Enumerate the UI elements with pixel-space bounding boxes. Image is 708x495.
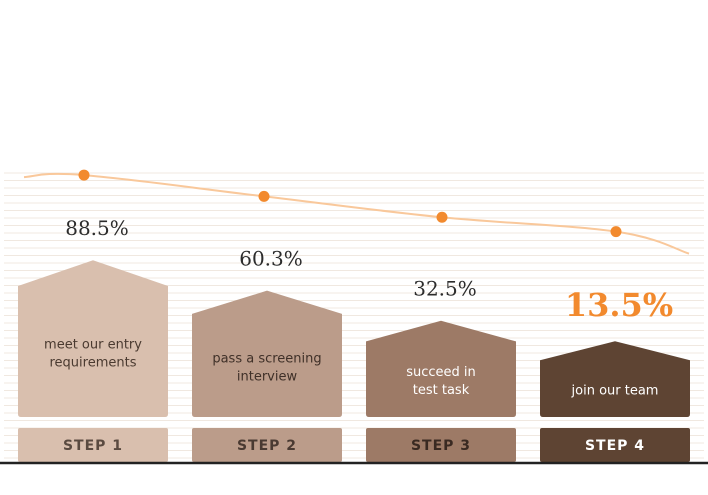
trend-dot-3 [436,211,448,223]
step-box-2 [192,428,342,462]
value-label-3: 32.5% [413,277,477,301]
trend-curve-group [23,169,690,255]
trend-dot-4 [610,226,622,238]
step-box-4 [540,428,690,462]
bar-description-2: pass a screening [212,351,321,366]
bar-description-1: requirements [50,355,137,370]
step-box-1 [18,428,168,462]
bar-description-3: test task [413,383,470,398]
trend-curve [23,172,690,255]
bar-description-3: succeed in [406,365,476,380]
value-label-2: 60.3% [239,247,303,271]
bars-group [0,260,708,465]
step-box-3 [366,428,516,462]
step-label-3: STEP 3 [411,438,471,454]
trend-dot-2 [258,190,270,202]
funnel-bar-3 [366,320,516,417]
trend-dot-1 [78,169,90,181]
bar-description-2: interview [237,369,298,384]
bar-description-1: meet our entry [44,337,142,352]
bar-description-4: join our team [571,384,659,399]
step-label-1: STEP 1 [63,438,123,454]
funnel-bar-2 [192,290,342,417]
step-label-4: STEP 4 [585,438,645,454]
funnel-bar-4 [540,341,690,417]
labels-group: meet our entry requirements 88.5% STEP 1 pas… [44,216,673,454]
funnel-bar-1 [18,260,168,417]
step-label-2: STEP 2 [237,438,297,454]
value-label-1: 88.5% [65,216,129,240]
value-label-4: 13.5% [565,286,673,324]
